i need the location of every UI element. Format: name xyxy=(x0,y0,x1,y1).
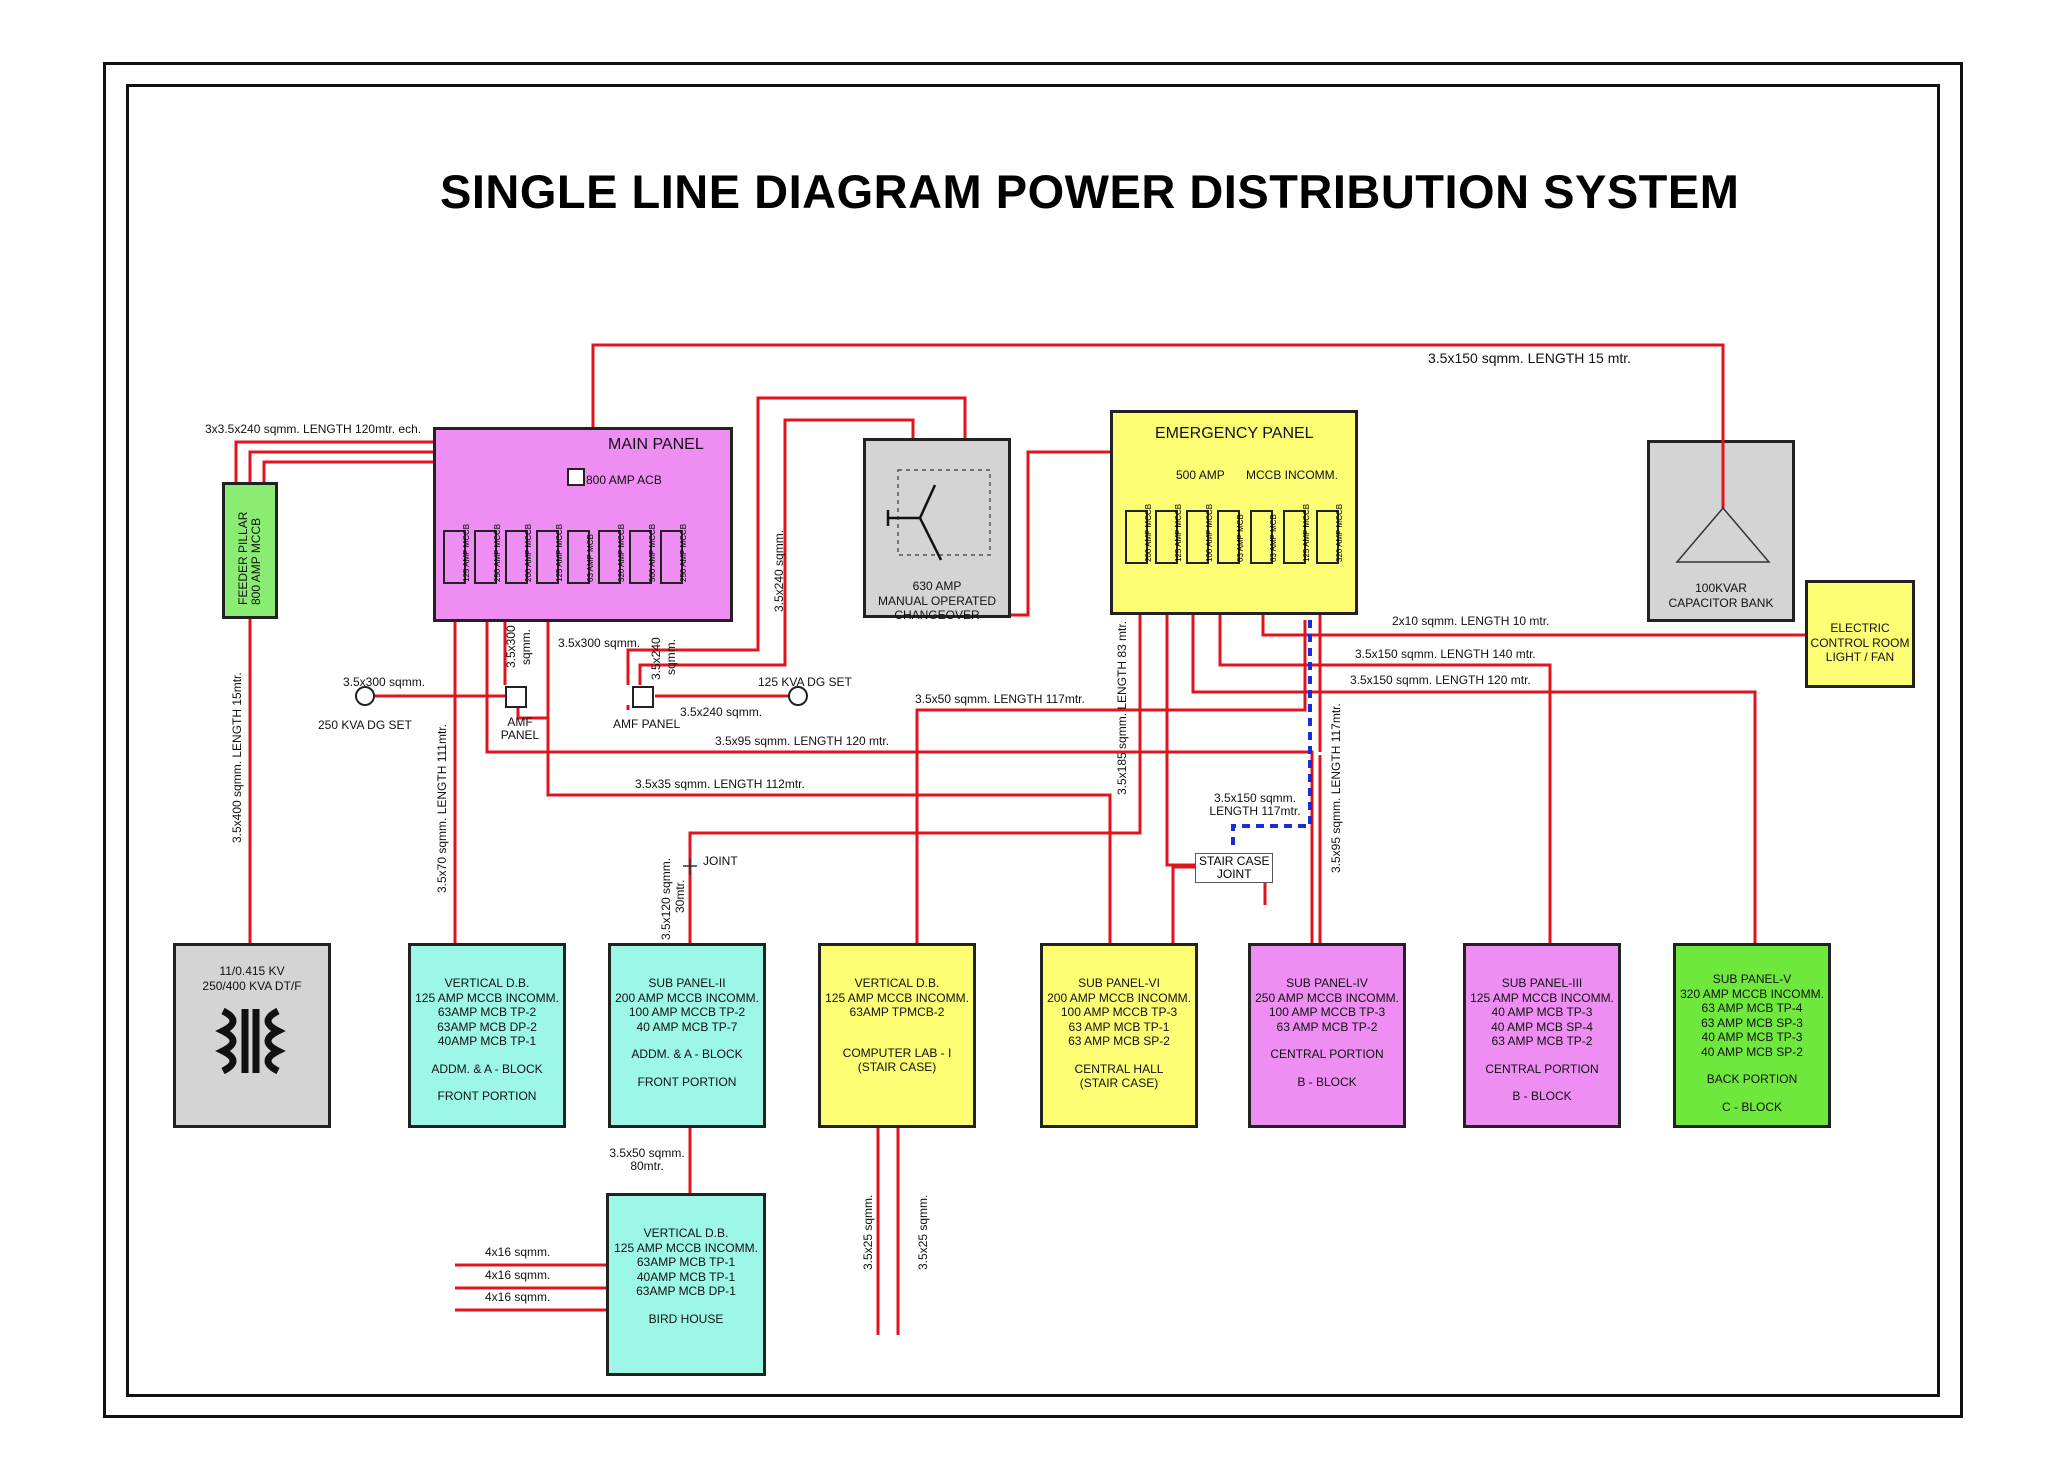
cable-transformer-feed: 3.5x400 sqmm. LENGTH 15mtr. xyxy=(230,672,244,843)
main-breaker-3: 200 AMP MCCB xyxy=(505,524,533,584)
feeder-pillar-line2: 800 AMP MCCB xyxy=(249,517,263,605)
emergency-breaker-7: 320 AMP MCCB xyxy=(1316,504,1344,564)
dg-set-right-label: 125 KVA DG SET xyxy=(758,675,852,689)
amf-panel-right-symbol xyxy=(632,686,654,708)
joint-label: JOINT xyxy=(703,854,738,868)
dg-set-left-symbol xyxy=(355,686,375,706)
cable-amf-right-a: 3.5x240 xyxy=(649,637,663,680)
cable-amf-left-a: 3.5x300 xyxy=(504,625,518,668)
cable-feeder-in: 3x3.5x240 sqmm. LENGTH 120mtr. ech. xyxy=(205,422,422,436)
emergency-incomer-a: 500 AMP xyxy=(1176,468,1225,482)
transformer-icon xyxy=(215,1007,286,1075)
capacitor-triangle xyxy=(1675,440,1771,563)
main-breaker-8: 250 AMP MCCB xyxy=(660,524,688,584)
emergency-breaker-4: 63 AMP MCB xyxy=(1217,510,1245,564)
main-breaker-6: 320 AMP MCCB xyxy=(598,524,626,584)
amf-panel-left-symbol xyxy=(505,686,527,708)
cable-bird-out-3: 4x16 sqmm. xyxy=(485,1290,551,1304)
capacitor-bank: 100KVAR CAPACITOR BANK xyxy=(1647,440,1795,622)
main-breaker-2: 250 AMP MCCB xyxy=(474,524,502,584)
vertical-db-front-portion: VERTICAL D.B. 125 AMP MCCB INCOMM. 63AMP… xyxy=(408,943,566,1128)
emergency-breaker-2: 125 AMP MCCB xyxy=(1155,504,1183,564)
transformer-box: 11/0.415 KV 250/400 KVA DT/F xyxy=(173,943,331,1128)
emergency-breaker-6: 125 AMP MCCB xyxy=(1283,504,1311,564)
main-breaker-5: 63 AMP MCB xyxy=(567,530,595,584)
cable-bird-out-1: 4x16 sqmm. xyxy=(485,1245,551,1259)
cable-comp-lab: 3.5x50 sqmm. LENGTH 117mtr. xyxy=(915,692,1085,706)
cable-amf-left-b: sqmm. xyxy=(519,629,533,665)
cable-h35: 3.5x35 sqmm. LENGTH 112mtr. xyxy=(635,777,805,791)
changeover-symbol-overlay xyxy=(886,469,991,561)
cable-changeover-vert: 3.5x240 sqmm. xyxy=(772,529,786,612)
cable-dg-left-in: 3.5x300 sqmm. xyxy=(343,675,426,689)
cable-stair-link: 3.5x150 sqmm. LENGTH 117mtr. xyxy=(1209,791,1301,818)
cable-sub-ii: 3.5x120 sqmm. xyxy=(659,857,673,940)
sub-panel-vi: SUB PANEL-VI 200 AMP MCCB INCOMM. 100 AM… xyxy=(1040,943,1198,1128)
joint-marker xyxy=(683,858,697,875)
sub-panel-iii: SUB PANEL-III 125 AMP MCCB INCOMM. 40 AM… xyxy=(1463,943,1621,1128)
cable-dg-right-in: 3.5x240 sqmm. xyxy=(680,705,763,719)
amf-panel-right-label: AMF PANEL xyxy=(613,717,681,731)
main-panel: MAIN PANEL 800 AMP ACB xyxy=(433,427,733,622)
main-breaker-7: 500 AMP MCCB xyxy=(629,524,657,584)
sub-panel-v: SUB PANEL-V 320 AMP MCCB INCOMM. 63 AMP … xyxy=(1673,943,1831,1128)
cable-h95: 3.5x95 sqmm. LENGTH 120 mtr. xyxy=(715,734,890,748)
cable-sub-ii-len: 30mtr. xyxy=(673,879,687,913)
vertical-db-computer-lab: VERTICAL D.B. 125 AMP MCCB INCOMM. 63AMP… xyxy=(818,943,976,1128)
outer-frame xyxy=(103,62,1963,1418)
cable-sub-v: 3.5x150 sqmm. LENGTH 140 mtr. xyxy=(1355,647,1536,661)
feeder-pillar: FEEDER PILLAR 800 AMP MCCB xyxy=(222,482,278,619)
sub-panel-iv: SUB PANEL-IV 250 AMP MCCB INCOMM. 100 AM… xyxy=(1248,943,1406,1128)
cable-control-room: 2x10 sqmm. LENGTH 10 mtr. xyxy=(1392,614,1550,628)
dashed-stair-link xyxy=(1231,620,1312,845)
cable-amf-right-b: sqmm. xyxy=(664,639,678,675)
emergency-breaker-3: 100 AMP MCCB xyxy=(1186,504,1214,564)
main-acb-symbol xyxy=(567,468,585,486)
stair-case-joint: STAIR CASE JOINT xyxy=(1195,853,1274,883)
cable-capacitor: 3.5x150 sqmm. LENGTH 15 mtr. xyxy=(1428,350,1632,366)
changeover-panel: 630 AMP MANUAL OPERATED CHANGEOVER xyxy=(863,438,1011,622)
cable-vdb-front: 3.5x70 sqmm. LENGTH 111mtr. xyxy=(435,724,449,893)
control-room: ELECTRIC CONTROL ROOM LIGHT / FAN xyxy=(1805,580,1915,688)
emergency-breaker-5: 63 AMP MCB xyxy=(1250,510,1278,564)
cable-comp-out-1: 3.5x25 sqmm. xyxy=(861,1194,875,1270)
emergency-breaker-1: 200 AMP MCCB xyxy=(1125,504,1153,564)
diagram-title: SINGLE LINE DIAGRAM POWER DISTRIBUTION S… xyxy=(440,165,1740,218)
main-breaker-4: 125 AMP MCCB xyxy=(536,524,564,584)
amf-panel-left-label: AMF PANEL xyxy=(500,715,540,742)
cable-sub-vi: 3.5x185 sqmm. LENGTH 83 mtr. xyxy=(1115,620,1129,795)
cable-sub-iii: 3.5x150 sqmm. LENGTH 120 mtr. xyxy=(1350,673,1531,687)
cable-bird-house: 3.5x50 sqmm. 80mtr. xyxy=(609,1146,685,1173)
dg-set-right-symbol xyxy=(788,686,808,706)
cable-comp-out-2: 3.5x25 sqmm. xyxy=(916,1194,930,1270)
main-breaker-1: 125 AMP MCCB xyxy=(443,524,471,584)
cable-bird-out-2: 4x16 sqmm. xyxy=(485,1268,551,1282)
cable-amf-mid: 3.5x300 sqmm. xyxy=(558,636,641,650)
sub-panel-ii: SUB PANEL-II 200 AMP MCCB INCOMM. 100 AM… xyxy=(608,943,766,1128)
emergency-incomer-b: MCCB INCOMM. xyxy=(1246,468,1338,482)
inner-frame xyxy=(126,84,1940,1397)
emergency-panel-title: EMERGENCY PANEL xyxy=(1155,425,1314,442)
dg-set-left-label: 250 KVA DG SET xyxy=(318,718,412,732)
main-panel-title: MAIN PANEL xyxy=(608,436,704,453)
vertical-db-bird-house: VERTICAL D.B. 125 AMP MCCB INCOMM. 63AMP… xyxy=(606,1193,766,1376)
cable-sub-iv: 3.5x95 sqmm. LENGTH 117mtr. xyxy=(1329,703,1343,873)
main-acb-label: 800 AMP ACB xyxy=(586,473,662,487)
